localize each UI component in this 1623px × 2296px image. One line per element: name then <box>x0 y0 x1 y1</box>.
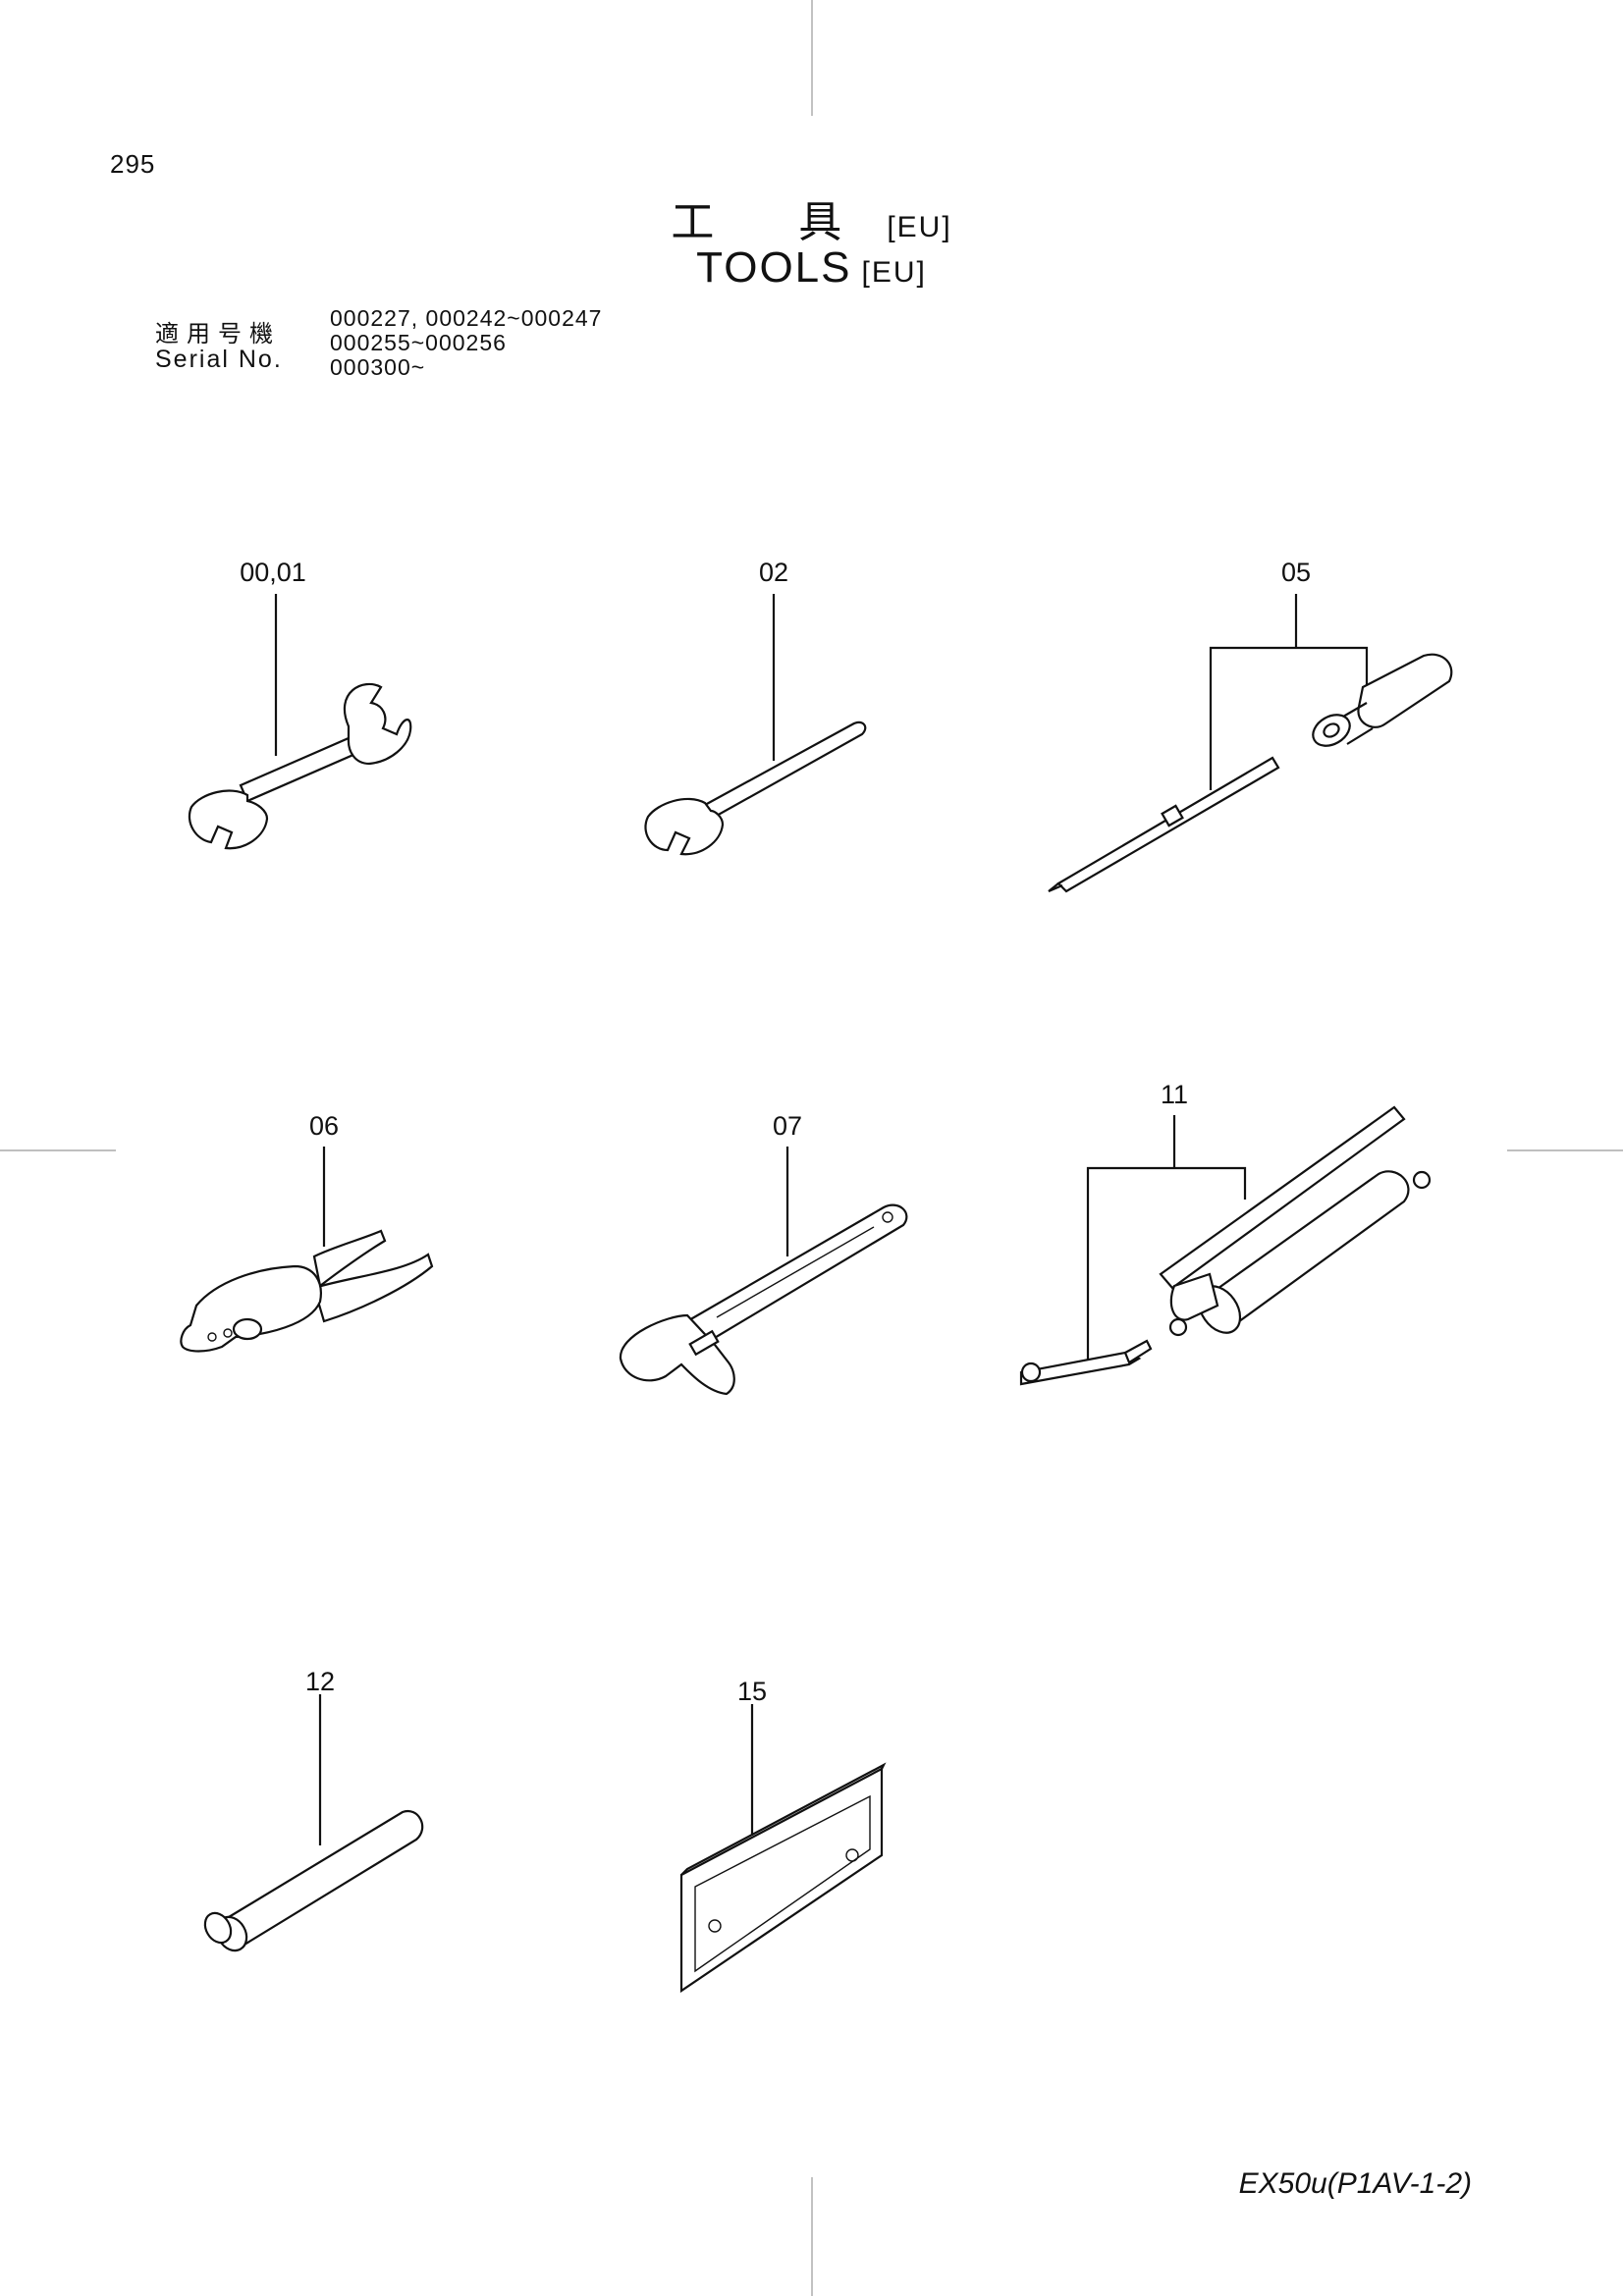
serial-value-line: 000300~ <box>330 354 426 380</box>
open-end-wrench-double-icon <box>188 594 412 850</box>
page-number: 295 <box>110 149 156 179</box>
pliers-icon <box>180 1147 434 1353</box>
part-ref-label: 11 <box>1160 1080 1189 1109</box>
tool-bag-icon <box>679 1704 887 1994</box>
part-ref-label: 12 <box>304 1667 336 1696</box>
title-region-tag: [EU] <box>887 211 952 243</box>
part-ref-label: 06 <box>308 1111 340 1141</box>
adjustable-wrench-icon <box>619 1147 908 1396</box>
page-title-jp: 工 具 [EU] <box>0 187 1623 249</box>
serial-value-line: 000227, 000242~000247 <box>330 305 603 331</box>
title-jp-text: 工 具 <box>671 197 878 247</box>
grease-gun-icon <box>1019 1105 1432 1386</box>
part-ref-label: 00,01 <box>240 558 306 587</box>
part-ref-label: 05 <box>1280 558 1312 587</box>
title-en-region-tag: [EU] <box>861 256 927 289</box>
model-code: EX50u(P1AV-1-2) <box>1238 2167 1472 2200</box>
serial-value-line: 000255~000256 <box>330 330 507 355</box>
part-ref-label: 02 <box>758 558 789 587</box>
title-en-text: TOOLS <box>696 243 852 292</box>
page-title-en: TOOLS [EU] <box>0 243 1623 293</box>
pin-icon <box>203 1694 424 1952</box>
part-ref-label: 07 <box>772 1111 803 1141</box>
serial-label-jp: 適用号機 <box>155 320 281 347</box>
serial-label-en: Serial No. <box>155 346 283 373</box>
serial-values: 000227, 000242~000247 000255~000256 0003… <box>330 306 602 380</box>
open-end-wrench-single-icon <box>644 594 867 856</box>
part-ref-label: 15 <box>736 1677 768 1706</box>
screwdriver-set-icon <box>1048 594 1453 893</box>
